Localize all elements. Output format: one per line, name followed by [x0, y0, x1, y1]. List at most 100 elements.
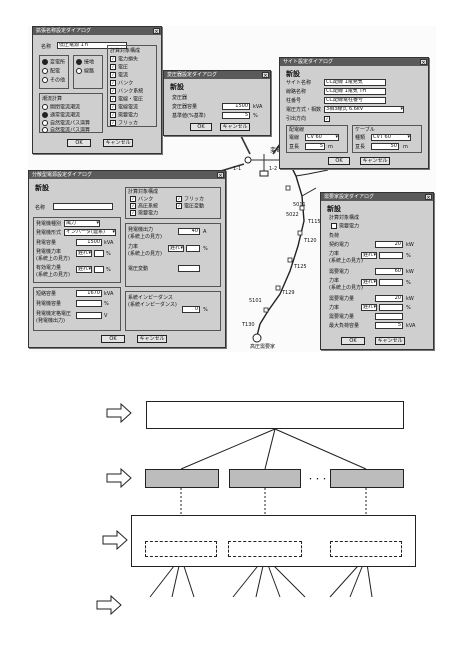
top-level-box [146, 401, 404, 429]
name-label: 名称 [41, 44, 52, 50]
row-label: 変圧器 [172, 95, 188, 101]
short-circuit-field[interactable]: 1670 [76, 290, 102, 297]
dialog-title: 変圧器設定ダイアログ [167, 72, 218, 78]
impedance-field[interactable]: 5 [222, 112, 250, 119]
max-load-field[interactable]: 5 [375, 322, 403, 329]
dashed-box-3 [330, 541, 402, 557]
gen-calc-group: 計算対象構成 ✓バンク ✓高圧系統 ✓需要電力 ✓フリッカ ✓電圧変動 [125, 187, 221, 219]
close-icon[interactable]: × [262, 72, 269, 79]
arrow-icon [106, 467, 132, 489]
substation-node-icon [244, 156, 252, 164]
generator-type-select[interactable]: 風力 [64, 220, 100, 227]
pf-select[interactable]: 遅れ [76, 250, 92, 257]
pf2-field[interactable] [379, 279, 403, 286]
cancel-button[interactable]: キャンセル [103, 139, 133, 147]
group-box-1 [145, 469, 219, 488]
ok-button[interactable]: OK [190, 123, 212, 131]
cancel-button[interactable]: キャンセル [375, 337, 405, 345]
pf2-select[interactable]: 遅れ [168, 245, 184, 252]
wire-select[interactable]: CV 60 [305, 134, 339, 141]
row-label: 基準値(%基準) [172, 113, 206, 119]
capacity-field[interactable]: 1500 [76, 239, 102, 246]
transformer-icon [259, 170, 269, 177]
field-label: 引出方向 [286, 116, 307, 122]
cable-length-field[interactable]: 50 [371, 143, 399, 150]
row-label: 変圧器容量 [172, 104, 198, 110]
gen-capacity-field[interactable] [76, 300, 102, 307]
demand-energy-field[interactable]: 20 [375, 295, 403, 302]
line-name-field[interactable]: CC配線 1電気 TH [324, 88, 386, 95]
ok-button[interactable]: OK [328, 157, 350, 165]
site-name-field[interactable]: CC配線 1電発気 [324, 79, 386, 86]
calc-title: 計算対象構成 [329, 215, 360, 221]
ok-button[interactable]: OK [341, 337, 365, 345]
node-label: 5011 [293, 202, 306, 208]
close-icon[interactable]: × [420, 59, 427, 66]
generator-settings-dialog: 分散型電源設定ダイアログ× 新設 名称 発電機種別 風力 発電機形式 インバータ… [28, 170, 226, 348]
dialog-title: 需要家設定ダイアログ [324, 194, 375, 200]
dialog-header: 新設 [327, 205, 341, 213]
generator-group: 発電機種別 風力 発電機形式 インバータ(連系) 発電容量 1500 kVA 発… [33, 217, 121, 283]
ok-button[interactable]: OK [101, 335, 125, 343]
gen-output-group: 発電機出力 (系統上の見方) 40 A 力率 (系統上の見方) 遅れ % 電圧変… [125, 223, 221, 287]
pf-select[interactable]: 遅れ [361, 252, 377, 259]
unit-label: % [253, 113, 258, 119]
field-label: 線路名称 [286, 89, 307, 95]
pole-number-field[interactable]: CC配線電柱番号 [324, 97, 386, 104]
close-icon[interactable]: × [153, 28, 160, 35]
pf2-field[interactable] [186, 245, 200, 252]
node-label: 1-2 [269, 166, 278, 172]
pf3-select[interactable]: 遅れ [361, 304, 377, 311]
node-label: T115 [308, 219, 321, 225]
cancel-button[interactable]: キャンセル [137, 335, 167, 343]
pf2-select[interactable]: 遅れ [361, 279, 377, 286]
arrow-icon [102, 529, 128, 551]
power-select[interactable]: 遅れ [76, 266, 92, 273]
impedance-field[interactable]: 0 [182, 306, 200, 313]
name-settings-dialog: 拡張名称設定ダイアログ× 名称 低圧電源 1ｈ 変電所 配電 その他 接地 線路… [32, 26, 162, 154]
name-label: 名称 [35, 205, 46, 211]
voltage-select[interactable]: 3相3線式 6.6kV [324, 106, 404, 113]
contract-power-field[interactable]: 20 [375, 241, 403, 248]
fluctuation-field[interactable] [178, 265, 200, 272]
pf-field[interactable] [94, 250, 104, 257]
cable-select[interactable]: CVT 60 [371, 134, 411, 141]
node-label: T129 [282, 290, 295, 296]
close-icon[interactable]: × [217, 172, 224, 179]
name-field[interactable] [53, 203, 113, 210]
output-field[interactable]: 40 [178, 228, 200, 235]
type-group: 変電所 配電 その他 [39, 55, 69, 89]
dialog-title: 拡張名称設定ダイアログ [36, 28, 92, 34]
node-label: T125 [294, 264, 307, 270]
line-group: 配電線 電線 CV 60 亘長 5 m [286, 125, 348, 153]
ok-button[interactable]: OK [67, 139, 91, 147]
length-field[interactable]: 5 [305, 143, 325, 150]
ellipsis-dots: ・・・・・ [307, 475, 342, 483]
dashed-box-2 [228, 541, 302, 557]
node-label: 5101 [249, 298, 262, 304]
impedance-group: 系統インピーダンス (系統インピーダンス) 0 % [125, 291, 221, 331]
flow-calc-group: 潮流計算 開閉電流潮流 通常電流潮流 自然電流パス演算 自然電流パス演算 [39, 93, 103, 134]
dialog-header: 新設 [286, 70, 300, 78]
capacity-field[interactable]: 1500 [222, 103, 250, 110]
generator-form-select[interactable]: インバータ(連系) [64, 229, 116, 236]
field-label: 電圧方式・相数 [286, 107, 322, 113]
power-field[interactable] [94, 266, 104, 273]
cancel-button[interactable]: キャンセル [220, 123, 250, 131]
load-settings-dialog: 需要家設定ダイアログ× 新設 計算対象構成 需要電力 負荷 契約電力 20 kW… [320, 192, 434, 350]
application-screenshot: 変電所 1-1 1-2 5011 5022 T115 T120 T125 T12… [28, 26, 436, 352]
dialog-header: 新設 [35, 184, 49, 192]
feeder-line [256, 159, 305, 337]
node-label: T130 [242, 322, 255, 328]
rated-voltage-field[interactable] [76, 312, 102, 319]
close-icon[interactable]: × [425, 194, 432, 201]
demand-power-field[interactable]: 60 [375, 268, 403, 275]
calc-target-group: 計算対象構成 ✓電力損失 ✓電圧 ✓電流 ✓バンク ✓バンク系統 ✓電線・電圧 … [107, 45, 157, 127]
field-label: サイト名称 [286, 80, 312, 86]
pf-field[interactable] [379, 252, 403, 259]
arrow-icon [106, 402, 132, 424]
cancel-button[interactable]: キャンセル [360, 157, 390, 165]
demand-energy2-field[interactable] [375, 313, 403, 320]
pf3-field[interactable] [379, 304, 403, 311]
node-label: T120 [304, 238, 317, 244]
